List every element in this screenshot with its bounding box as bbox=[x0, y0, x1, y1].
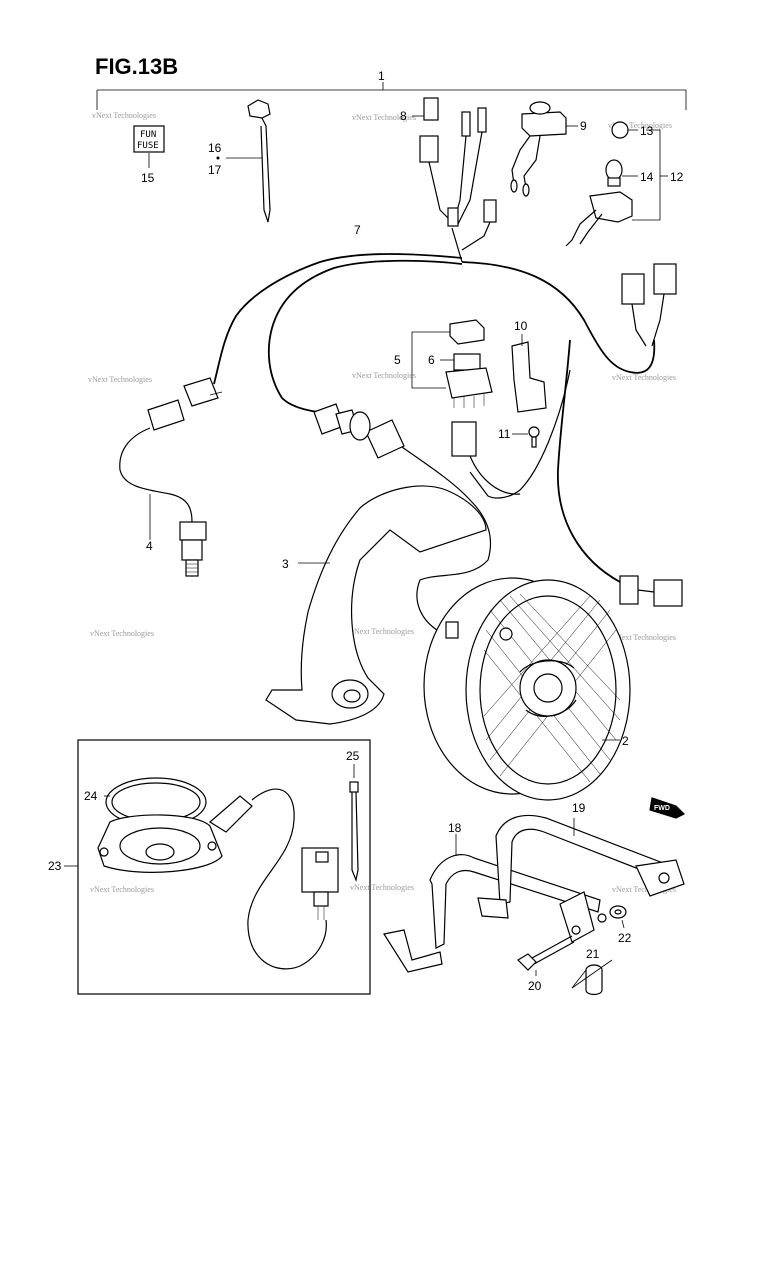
callout-13: 13 bbox=[640, 124, 654, 138]
watermark: vNext Technologies bbox=[92, 111, 156, 120]
callout-21: 21 bbox=[586, 947, 600, 961]
watermark: vNext Technologies bbox=[612, 885, 676, 894]
callout-7: 7 bbox=[354, 223, 361, 237]
bracket-plate bbox=[559, 891, 595, 943]
lamp-assembly-part-12 bbox=[565, 121, 668, 247]
callout-18: 18 bbox=[448, 821, 462, 835]
watermark: vNext Technologies bbox=[88, 375, 152, 384]
fuse-label-line1: FUN bbox=[140, 130, 156, 140]
sender-part-23 bbox=[97, 788, 339, 970]
callout-9: 9 bbox=[580, 119, 587, 133]
watermark: vNext Technologies bbox=[352, 113, 416, 122]
figure-title: FIG.13B bbox=[95, 54, 178, 79]
callout-1: 1 bbox=[378, 69, 385, 83]
fuse-label-part-15: FUN FUSE bbox=[133, 125, 165, 168]
callout-5: 5 bbox=[394, 353, 401, 367]
fwd-direction-badge: FWD bbox=[649, 797, 686, 819]
callout-10: 10 bbox=[514, 319, 528, 333]
callout-19: 19 bbox=[572, 801, 586, 815]
switch-part-9 bbox=[510, 101, 578, 197]
fuse-label-line2: FUSE bbox=[137, 141, 159, 151]
callout-4: 4 bbox=[146, 539, 153, 553]
callout-16: 16 bbox=[208, 141, 222, 155]
callout-23: 23 bbox=[48, 859, 62, 873]
watermark: vNext Technologies bbox=[90, 885, 154, 894]
bolt-part-20 bbox=[517, 935, 575, 976]
callout-20: 20 bbox=[528, 979, 542, 993]
wire-harness-part-7 bbox=[213, 227, 656, 633]
relay-part-5 bbox=[411, 319, 493, 408]
nut-part-22 bbox=[597, 905, 627, 929]
thermo-sensor-part-4 bbox=[119, 427, 207, 577]
watermark: vNext Technologies bbox=[612, 633, 676, 642]
watermark: vNext Technologies bbox=[608, 121, 672, 130]
fwd-badge-text: FWD bbox=[654, 805, 670, 812]
cable-tie-part-25 bbox=[349, 764, 359, 883]
callout-8: 8 bbox=[400, 109, 407, 123]
callout-15: 15 bbox=[141, 171, 155, 185]
watermark: vNext Technologies bbox=[350, 627, 414, 636]
relay-bracket-part-10 bbox=[511, 334, 547, 413]
watermark: vNext Technologies bbox=[612, 373, 676, 382]
callout-3: 3 bbox=[282, 557, 289, 571]
callout-22: 22 bbox=[618, 931, 632, 945]
connector-part-8 bbox=[412, 97, 497, 251]
assembly-bracket-1 bbox=[96, 82, 687, 110]
callout-17: 17 bbox=[208, 163, 222, 177]
callout-labels: 1 2 3 4 5 6 7 8 9 10 11 12 13 14 15 16 1… bbox=[48, 69, 684, 993]
watermark-layer: vNext Technologies vNext Technologies vN… bbox=[88, 111, 676, 894]
callout-14: 14 bbox=[640, 170, 654, 184]
collar-part-21 bbox=[571, 959, 613, 996]
inset-box-part-23 bbox=[64, 739, 371, 995]
harness-connectors-left bbox=[147, 377, 405, 459]
callout-11: 11 bbox=[498, 427, 511, 441]
harness-connectors-right bbox=[619, 263, 683, 607]
fan-shroud-part-3 bbox=[265, 485, 487, 725]
screw-part-11 bbox=[512, 426, 540, 448]
cooling-fan-part-2 bbox=[423, 577, 631, 801]
watermark: vNext Technologies bbox=[90, 629, 154, 638]
callout-25: 25 bbox=[346, 749, 360, 763]
watermark: vNext Technologies bbox=[352, 371, 416, 380]
callout-12: 12 bbox=[670, 170, 684, 184]
watermark: vNext Technologies bbox=[350, 883, 414, 892]
cable-tie-part-16 bbox=[216, 99, 271, 223]
callout-6: 6 bbox=[428, 353, 435, 367]
stay-part-19 bbox=[477, 814, 685, 919]
connector-relay-lower bbox=[451, 421, 521, 495]
callout-2: 2 bbox=[622, 734, 629, 748]
callout-24: 24 bbox=[84, 789, 98, 803]
